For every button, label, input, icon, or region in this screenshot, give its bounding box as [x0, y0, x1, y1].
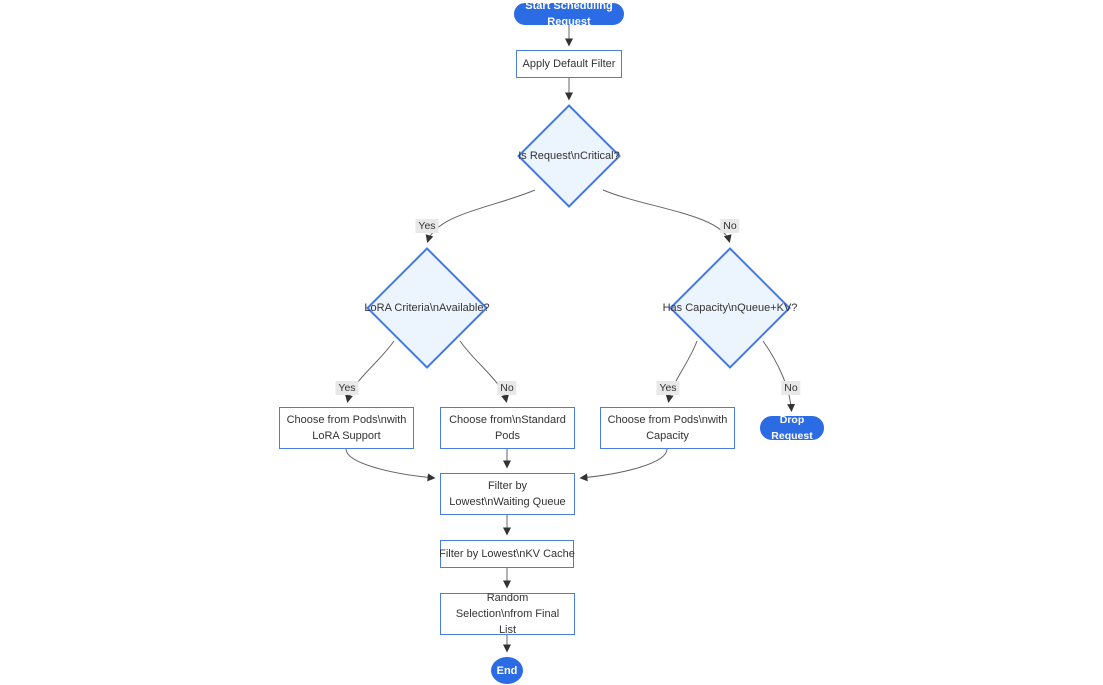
edge-capacity-no [762, 340, 796, 412]
node-random-selection[interactable]: Random Selection\nfrom Final List [440, 592, 575, 636]
node-end-label: End [496, 664, 518, 677]
edge-label-critical-yes: Yes [415, 219, 439, 233]
edge-lorapods-filter [345, 448, 436, 482]
node-lora-criteria-label: LoRA Criteria\nAvailable? [364, 302, 490, 314]
edge-capacitypods-filter [579, 448, 668, 482]
node-apply-default-filter-label: Apply Default Filter [522, 58, 616, 70]
node-has-capacity-label: Has Capacity\nQueue+KV? [662, 302, 798, 314]
edge-lora-no [459, 340, 509, 403]
node-random-selection-label: Random Selection\nfrom Final List [455, 592, 560, 636]
edge-label-lora-yes: Yes [335, 381, 359, 395]
node-choose-standard-pods[interactable]: Choose from\nStandard Pods [440, 407, 575, 449]
node-choose-capacity-pods-label: Choose from Pods\nwith Capacity [607, 414, 728, 442]
edge-label-lora-no: No [497, 381, 517, 395]
node-end[interactable]: End [491, 657, 523, 684]
node-lora-criteria[interactable]: LoRA Criteria\nAvailable? [364, 247, 490, 369]
node-filter-kv-cache-label: Filter by Lowest\nKV Cache [439, 548, 575, 560]
diamond-shape [517, 104, 621, 208]
node-apply-default-filter[interactable]: Apply Default Filter [516, 50, 622, 78]
edge-critical-yes [425, 189, 536, 243]
edge-capacity-yes [665, 340, 698, 403]
node-choose-lora-pods-label: Choose from Pods\nwith LoRA Support [286, 414, 407, 442]
node-filter-kv-cache[interactable]: Filter by Lowest\nKV Cache [439, 540, 575, 568]
node-filter-waiting-queue[interactable]: Filter by Lowest\nWaiting Queue [440, 473, 575, 515]
node-is-critical[interactable]: Is Request\nCritical? [517, 104, 621, 208]
node-has-capacity[interactable]: Has Capacity\nQueue+KV? [663, 247, 797, 369]
node-start-label: Start Scheduling Request [525, 0, 613, 28]
edge-critical-no [602, 189, 732, 243]
diamond-shape [366, 247, 488, 369]
node-drop-request-label: Drop Request [771, 414, 813, 442]
node-choose-capacity-pods[interactable]: Choose from Pods\nwith Capacity [600, 407, 735, 449]
node-choose-standard-pods-label: Choose from\nStandard Pods [449, 414, 566, 442]
node-filter-waiting-queue-label: Filter by Lowest\nWaiting Queue [449, 480, 566, 508]
node-is-critical-label: Is Request\nCritical? [518, 150, 620, 162]
diamond-shape [669, 247, 791, 369]
edge-label-critical-no: No [720, 219, 740, 233]
edge-lora-yes [345, 340, 395, 403]
edge-label-capacity-no: No [781, 381, 801, 395]
node-choose-lora-pods[interactable]: Choose from Pods\nwith LoRA Support [279, 407, 414, 449]
node-drop-request[interactable]: Drop Request [760, 414, 824, 442]
edge-label-capacity-yes: Yes [656, 381, 680, 395]
node-start[interactable]: Start Scheduling Request [514, 0, 624, 28]
